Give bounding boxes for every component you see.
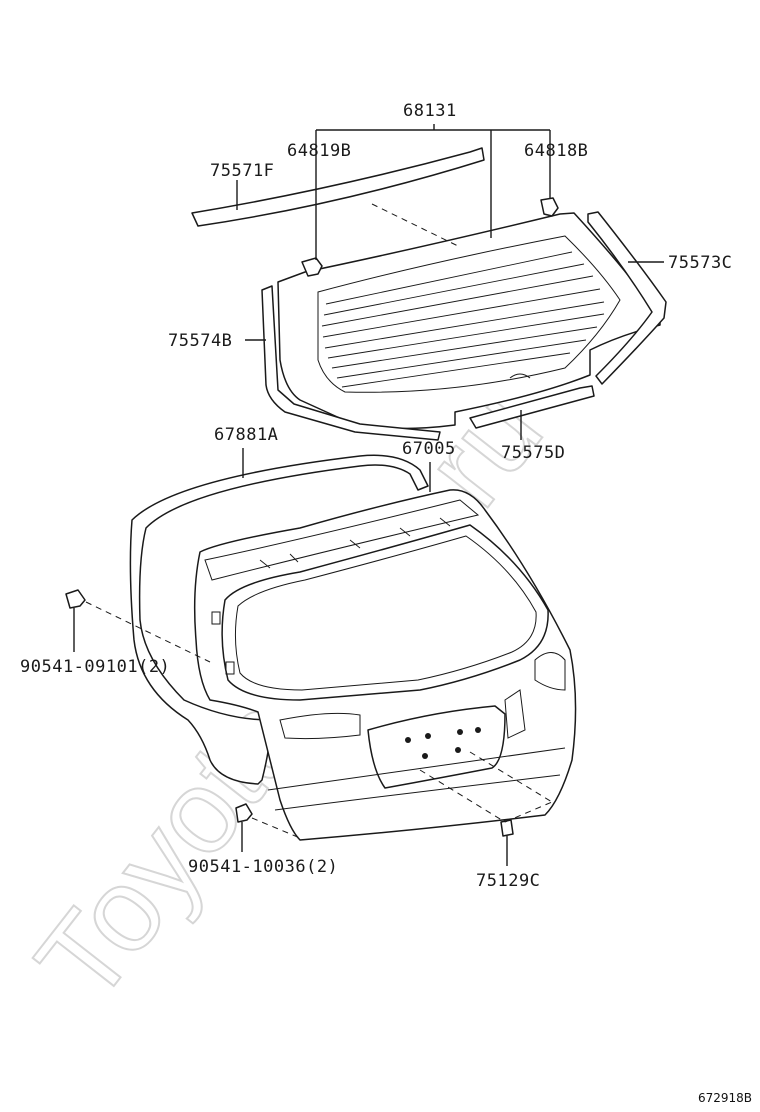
- clip-64818B[interactable]: [540, 197, 559, 217]
- label-64819B: 64819B: [287, 141, 351, 161]
- label-64818B: 64818B: [524, 141, 588, 161]
- diagram-code: 672918B: [698, 1091, 752, 1105]
- weatherstrip-67881A[interactable]: [129, 454, 429, 785]
- label-75575D: 75575D: [501, 443, 565, 463]
- clip-64819B[interactable]: [301, 257, 323, 277]
- label-67005: 67005: [402, 439, 456, 459]
- side-molding-75574B[interactable]: [261, 285, 441, 441]
- label-75574B: 75574B: [168, 331, 232, 351]
- back-door-panel-67005[interactable]: [193, 489, 577, 841]
- rear-window-glass[interactable]: [277, 212, 661, 430]
- label-68131: 68131: [403, 101, 457, 121]
- label-75573C: 75573C: [668, 253, 732, 273]
- leader-lines: [73, 124, 664, 866]
- label-90541-09101: 90541-09101(2): [20, 657, 170, 677]
- side-molding-75573C[interactable]: [587, 211, 667, 385]
- upper-molding-75571F[interactable]: [191, 147, 485, 227]
- clip-75129C[interactable]: [500, 819, 514, 837]
- label-90541-10036: 90541-10036(2): [188, 857, 338, 877]
- lower-molding-75575D[interactable]: [469, 385, 595, 429]
- label-75571F: 75571F: [210, 161, 274, 181]
- bumper-stop-90541-09101[interactable]: [65, 589, 86, 609]
- label-67881A: 67881A: [214, 425, 278, 445]
- label-75129C: 75129C: [476, 871, 540, 891]
- bumper-stop-90541-10036[interactable]: [235, 803, 253, 823]
